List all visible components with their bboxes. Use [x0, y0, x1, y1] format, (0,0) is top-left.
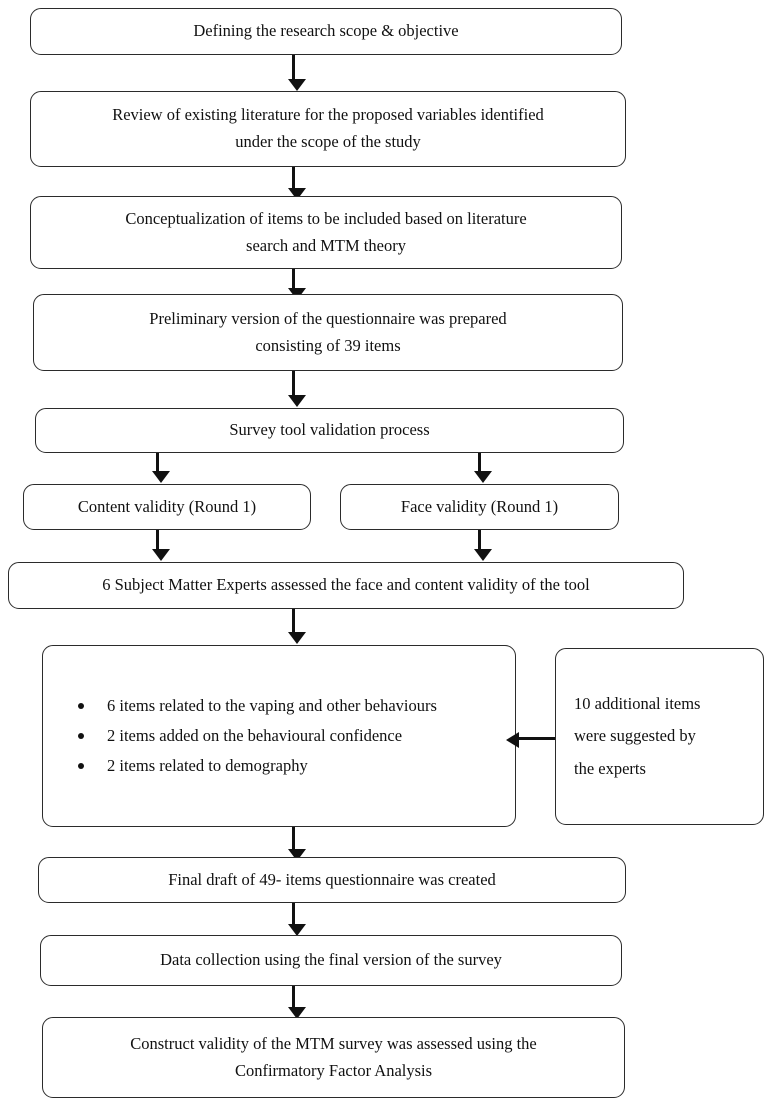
arrow-expert-suggestions-to-added-items	[506, 731, 555, 748]
node-scope: Defining the research scope & objective	[30, 8, 622, 55]
arrow-final-draft-to-data-collection	[287, 903, 306, 936]
list-item: 2 items related to demography	[73, 753, 503, 779]
node-data-collection: Data collection using the final version …	[40, 935, 622, 986]
node-face-validity-label: Face validity (Round 1)	[400, 496, 559, 516]
arrow-preliminary-to-validation	[287, 371, 306, 407]
arrow-validation-to-face-validity	[473, 453, 492, 483]
node-expert-suggestions: 10 additional items were suggested by th…	[555, 648, 764, 825]
arrow-content-validity-to-experts	[151, 530, 170, 561]
node-literature: Review of existing literature for the pr…	[30, 91, 626, 167]
node-content-validity: Content validity (Round 1)	[23, 484, 311, 530]
node-data-collection-label: Data collection using the final version …	[160, 950, 502, 970]
node-content-validity-label: Content validity (Round 1)	[77, 496, 257, 516]
node-experts-label: 6 Subject Matter Experts assessed the fa…	[102, 575, 590, 595]
node-construct-validity: Construct validity of the MTM survey was…	[42, 1017, 625, 1098]
arrow-literature-to-conceptualization	[287, 167, 306, 200]
node-preliminary-label: Preliminary version of the questionnaire…	[149, 308, 507, 355]
arrow-validation-to-content-validity	[151, 453, 170, 483]
node-final-draft-label: Final draft of 49- items questionnaire w…	[168, 869, 496, 889]
arrow-scope-to-literature	[287, 55, 306, 91]
added-items-list: 6 items related to the vaping and other …	[73, 693, 503, 779]
arrow-face-validity-to-experts	[473, 530, 492, 561]
node-face-validity: Face validity (Round 1)	[340, 484, 619, 530]
node-construct-validity-label: Construct validity of the MTM survey was…	[130, 1033, 537, 1080]
node-experts: 6 Subject Matter Experts assessed the fa…	[8, 562, 684, 609]
node-conceptualization-label: Conceptualization of items to be include…	[125, 208, 527, 255]
node-expert-suggestions-label: 10 additional items were suggested by th…	[574, 694, 701, 778]
arrow-experts-to-added-items	[287, 609, 306, 644]
node-preliminary: Preliminary version of the questionnaire…	[33, 294, 623, 371]
list-item: 2 items added on the behavioural confide…	[73, 723, 503, 749]
list-item: 6 items related to the vaping and other …	[73, 693, 503, 719]
node-validation: Survey tool validation process	[35, 408, 624, 453]
node-final-draft: Final draft of 49- items questionnaire w…	[38, 857, 626, 903]
node-added-items: 6 items related to the vaping and other …	[42, 645, 516, 827]
node-literature-label: Review of existing literature for the pr…	[112, 105, 544, 151]
arrow-conceptualization-to-preliminary	[287, 269, 306, 300]
arrow-data-collection-to-construct-validity	[287, 986, 306, 1019]
node-scope-label: Defining the research scope & objective	[193, 21, 459, 41]
node-validation-label: Survey tool validation process	[229, 420, 430, 440]
node-conceptualization: Conceptualization of items to be include…	[30, 196, 622, 269]
arrow-added-items-to-final-draft	[287, 827, 306, 861]
